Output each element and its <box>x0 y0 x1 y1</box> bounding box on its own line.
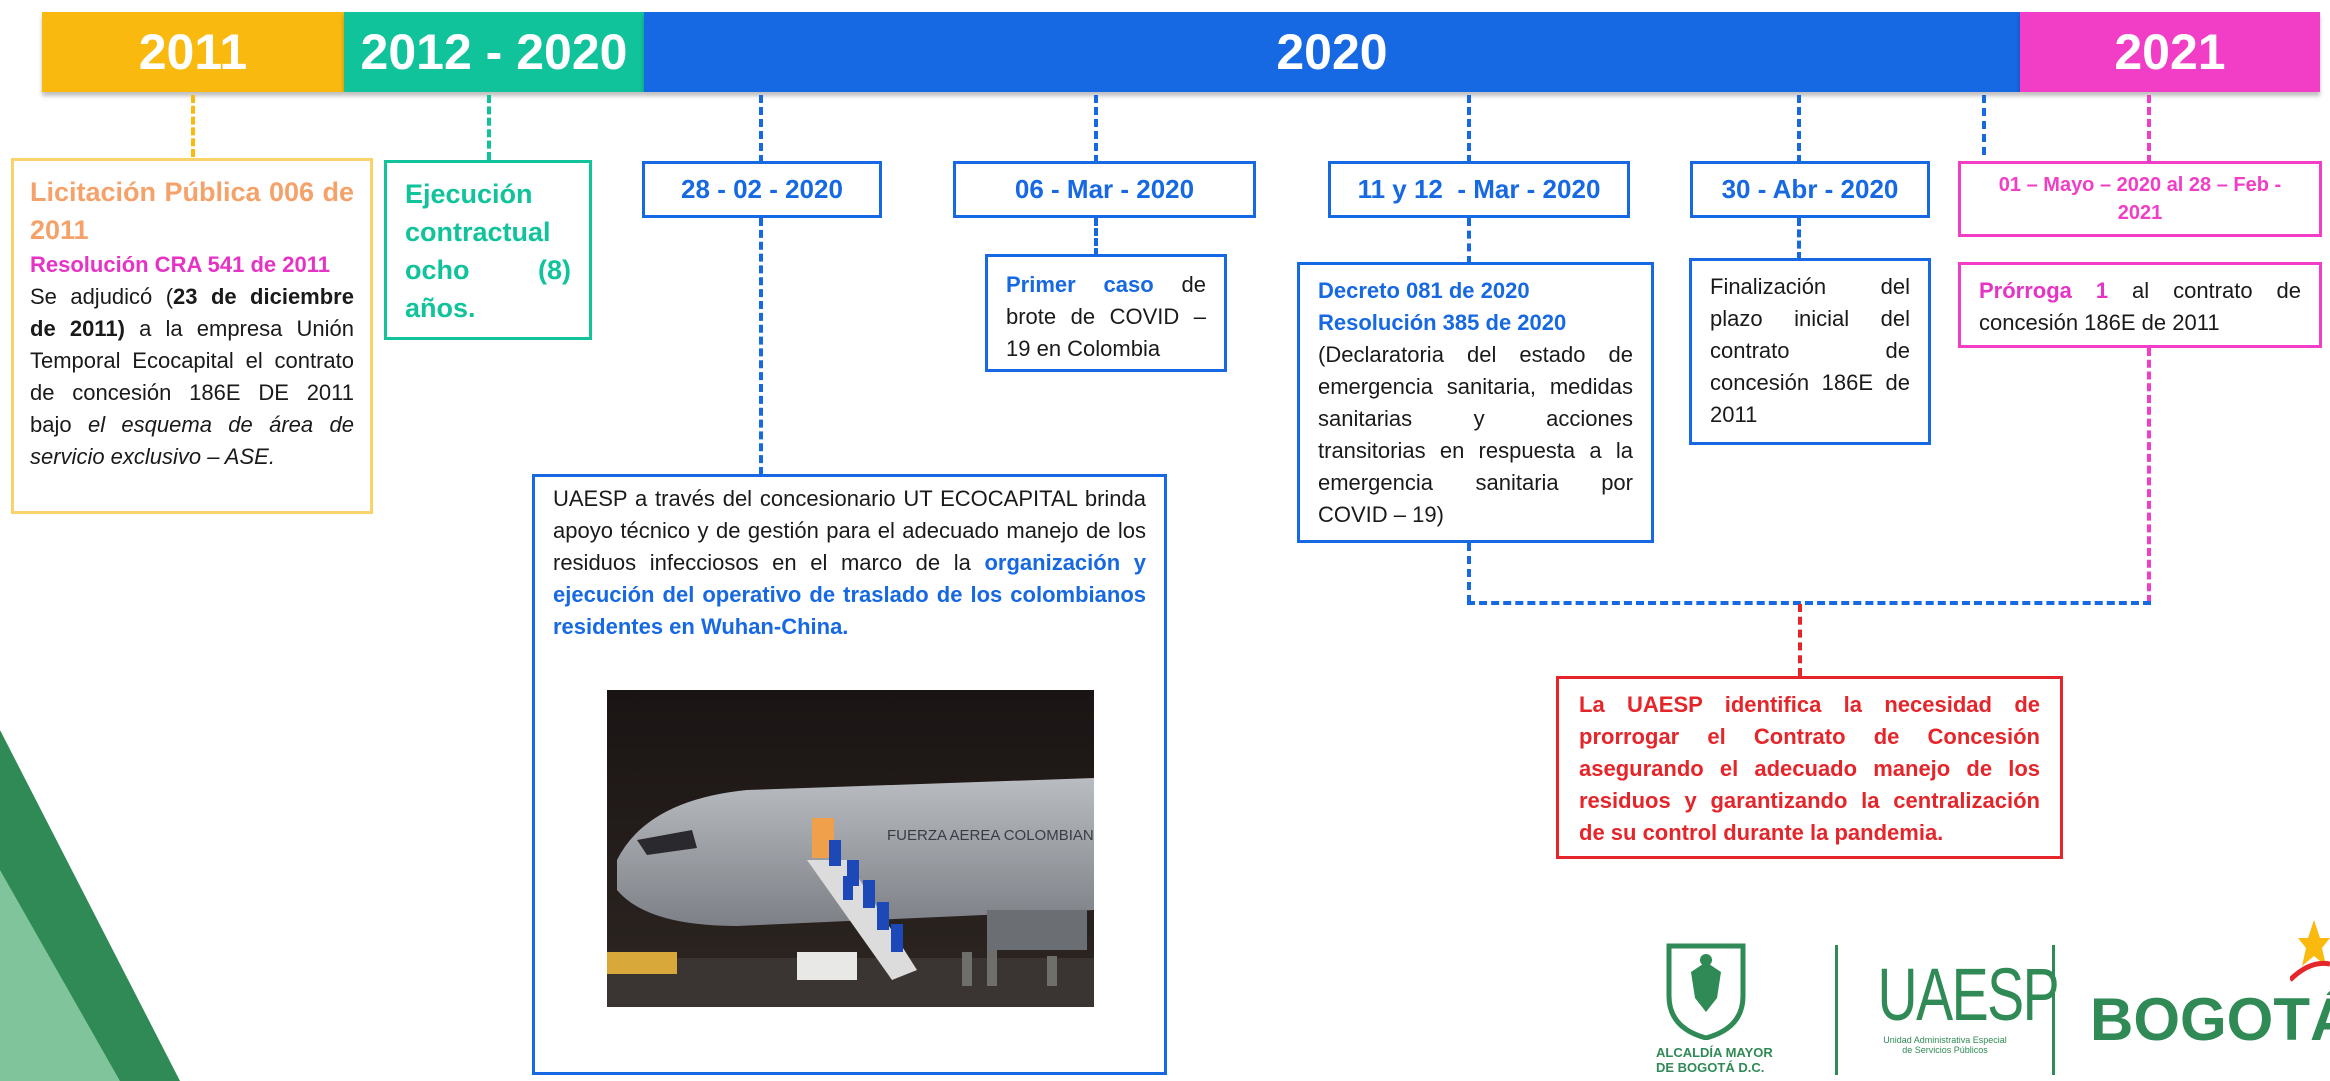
primer-caso-box: Primer caso de brote de COVID – 19 en Co… <box>985 254 1227 372</box>
uaesp-logo-text: UAESP <box>1877 953 2060 1036</box>
connector-2011 <box>191 95 195 157</box>
date-11-12-mar-2020: 11 y 12 - Mar - 2020 <box>1328 161 1630 218</box>
uaesp-logo: UAESP Unidad Administrativa Especial de … <box>1855 953 2060 1056</box>
alcaldia-logo: ALCALDÍA MAYOR DE BOGOTÁ D.C. <box>1656 940 1773 1075</box>
connector-2021-magenta-down <box>2147 348 2151 603</box>
date-mayo-2020-feb-2021: 01 – Mayo – 2020 al 28 – Feb - 2021 <box>1958 161 2322 237</box>
connector-2012 <box>487 95 491 160</box>
decorative-corner-shape <box>0 730 180 1081</box>
year-band-2021: 2021 <box>2020 12 2320 92</box>
alcaldia-line2: DE BOGOTÁ D.C. <box>1656 1060 1765 1075</box>
date-28-02-2020: 28 - 02 - 2020 <box>642 161 882 218</box>
resolucion-cra: Resolución CRA 541 de 2011 <box>30 252 330 277</box>
uaesp-sub1: Unidad Administrativa Especial <box>1883 1035 2007 1045</box>
connector-28feb <box>759 95 763 163</box>
year-band-2020: 2020 <box>644 12 2020 92</box>
year-band-2012-2020: 2012 - 2020 <box>344 12 644 92</box>
licitacion-box: Licitación Pública 006 de 2011 Resolució… <box>11 158 373 514</box>
connector-2021-magenta <box>2147 95 2151 163</box>
date-06-mar-2020: 06 - Mar - 2020 <box>953 161 1256 218</box>
connector-06mar <box>1094 95 1098 163</box>
connector-28feb-down <box>759 218 763 475</box>
date-30-abr-2020: 30 - Abr - 2020 <box>1690 161 1930 218</box>
airplane-photo: FUERZA AEREA COLOMBIANA <box>607 690 1094 1007</box>
uaesp-sub2: de Servicios Públicos <box>1902 1045 1988 1055</box>
connector-30abr <box>1797 95 1801 163</box>
finalizacion-box: Finalización del plazo inicial del contr… <box>1689 258 1931 445</box>
connector-11mar-mid <box>1467 218 1471 264</box>
bogota-logo: BOGOTÁ <box>2090 985 2330 1055</box>
prorroga-box: Prórroga 1 al contrato de concesión 186E… <box>1958 262 2322 348</box>
connector-11mar <box>1467 95 1471 163</box>
decreto-box: Decreto 081 de 2020 Resolución 385 de 20… <box>1297 262 1654 543</box>
connector-06mar-down <box>1094 218 1098 256</box>
connector-horizontal <box>1467 601 2151 605</box>
logo-divider-2 <box>2052 945 2055 1075</box>
necesidad-prorroga-box: La UAESP identifica la necesidad de pror… <box>1556 676 2063 859</box>
licitacion-title: Licitación Pública 006 de 2011 <box>30 177 354 245</box>
shield-icon <box>1666 943 1746 1041</box>
year-band-2011: 2011 <box>42 12 344 92</box>
ejecucion-box: Ejecución contractual ocho (8) años. <box>384 160 592 340</box>
connector-red <box>1798 604 1802 676</box>
alcaldia-line1: ALCALDÍA MAYOR <box>1656 1045 1773 1060</box>
connector-2021-blue <box>1982 95 1986 155</box>
logo-divider-1 <box>1835 945 1838 1075</box>
connector-30abr-down <box>1797 218 1801 260</box>
bogota-logo-text: BOGOTÁ <box>2090 986 2330 1053</box>
connector-11mar-down <box>1467 543 1471 603</box>
star-icon <box>2290 920 2330 982</box>
svg-text:FUERZA AEREA COLOMBIANA: FUERZA AEREA COLOMBIANA <box>887 827 1094 844</box>
